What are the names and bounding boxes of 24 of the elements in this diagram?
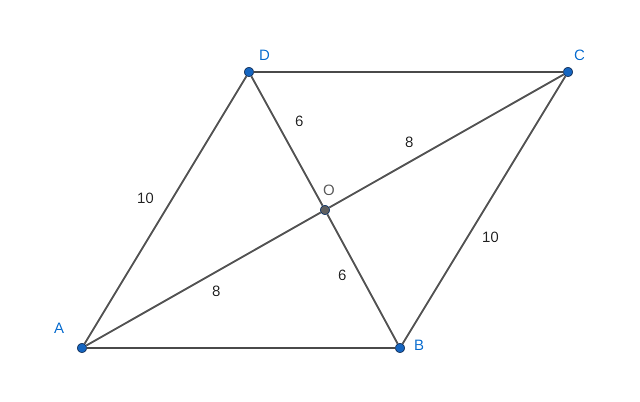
- point-label: D: [259, 47, 270, 64]
- point-dot: [77, 343, 87, 353]
- line-segment: [326, 214, 398, 344]
- length-label: 6: [338, 267, 346, 284]
- length-label: 10: [482, 229, 499, 246]
- line-segment: [254, 71, 563, 73]
- line-segment: [250, 76, 324, 206]
- line-segment: [86, 212, 322, 346]
- line-segment: [84, 76, 248, 344]
- point-dot: [244, 67, 254, 77]
- length-label: 10: [137, 190, 154, 207]
- length-label: 8: [405, 134, 414, 151]
- point-dot: [563, 67, 573, 77]
- point-label: C: [574, 47, 585, 64]
- point-dot: [320, 205, 330, 215]
- point-label: O: [323, 182, 335, 199]
- line-segment: [402, 76, 566, 344]
- point-label: B: [414, 337, 424, 354]
- length-label: 6: [295, 113, 304, 130]
- point-dot: [395, 343, 405, 353]
- line-segment: [328, 74, 564, 208]
- length-label: 8: [212, 283, 220, 300]
- point-label: A: [54, 320, 64, 337]
- line-segment: [87, 347, 395, 349]
